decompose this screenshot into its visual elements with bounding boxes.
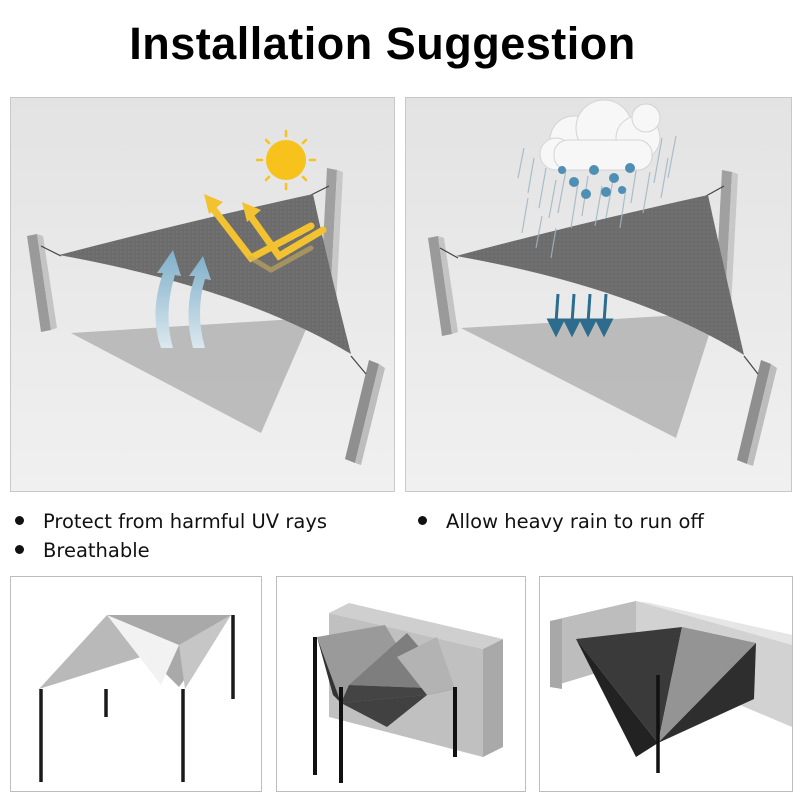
feature-label: Allow heavy rain to run off [446,510,704,533]
feature-label: Breathable [43,539,150,562]
feature-label: Protect from harmful UV rays [43,510,328,533]
shade-shadow [71,318,311,433]
post [737,360,777,466]
post [428,236,458,336]
runoff-arrow-icon [546,293,614,338]
rain-runoff-illustration [405,97,792,492]
feature-item: Protect from harmful UV rays [15,510,327,533]
installation-example-wall-posts [276,576,526,792]
airflow-arrow-icon [155,250,211,348]
cloud-icon [539,99,661,171]
post [27,234,57,332]
rain-icon [517,135,677,259]
raindrop-icon [558,163,635,199]
uv-protection-illustration [10,97,395,492]
sun-icon [255,129,317,191]
bullet-icon [15,545,24,554]
page-title: Installation Suggestion [129,18,636,69]
shade-sail [456,195,744,355]
shade-shadow [461,313,716,438]
feature-item: Allow heavy rain to run off [418,510,704,533]
bullet-icon [418,516,427,525]
bullet-icon [15,516,24,525]
installation-example-corner-wall [539,576,793,792]
uv-arrow-icon [207,202,327,273]
feature-item: Breathable [15,539,150,562]
post [345,360,385,465]
installation-example-posts [10,576,262,792]
